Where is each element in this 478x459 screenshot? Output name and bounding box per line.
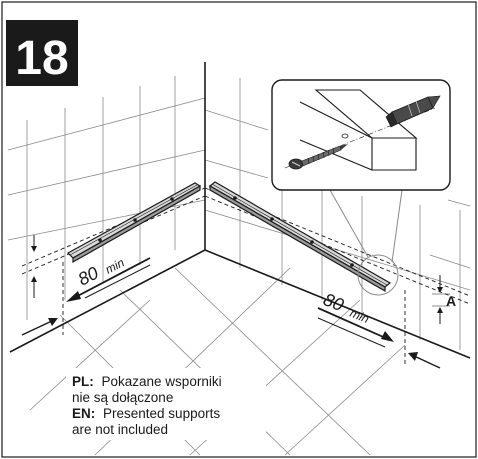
height-a-dimension xyxy=(432,275,450,324)
supports-note: PL: Pokazane wsporniki nie są dołączone … xyxy=(66,368,266,440)
note-line-pl-1: PL: Pokazane wsporniki xyxy=(72,374,222,389)
wall-plug-icon xyxy=(385,95,441,128)
step-number: 18 xyxy=(15,32,68,85)
note-line-en-1: EN: Presented supports xyxy=(72,406,220,421)
right-distance-dimension: 80 min xyxy=(317,289,394,348)
note-en-line2: are not included xyxy=(72,422,168,437)
left-dimension-unit: min xyxy=(103,255,127,276)
note-en-line1: Presented supports xyxy=(103,406,220,421)
screw-icon xyxy=(288,144,348,170)
note-pl-line1: Pokazane wsporniki xyxy=(102,374,222,389)
wall-tile-grid xyxy=(7,76,471,350)
room-structure xyxy=(9,62,471,359)
height-a-label: A xyxy=(446,293,456,309)
step-badge: 18 xyxy=(6,20,78,86)
note-en-prefix: EN: xyxy=(72,406,95,421)
left-height-marker xyxy=(31,235,37,298)
right-support-bar xyxy=(208,181,392,293)
step-badge-background xyxy=(6,20,78,86)
note-background xyxy=(66,368,266,440)
note-pl-line2: nie są dołączone xyxy=(72,390,173,405)
left-edge-arrow xyxy=(21,318,58,336)
right-dimension-unit: min xyxy=(348,306,371,326)
left-distance-dimension: 80 min xyxy=(66,255,151,302)
note-pl-prefix: PL: xyxy=(72,374,94,389)
right-edge-arrow xyxy=(408,352,441,369)
left-support-bar xyxy=(67,182,202,264)
